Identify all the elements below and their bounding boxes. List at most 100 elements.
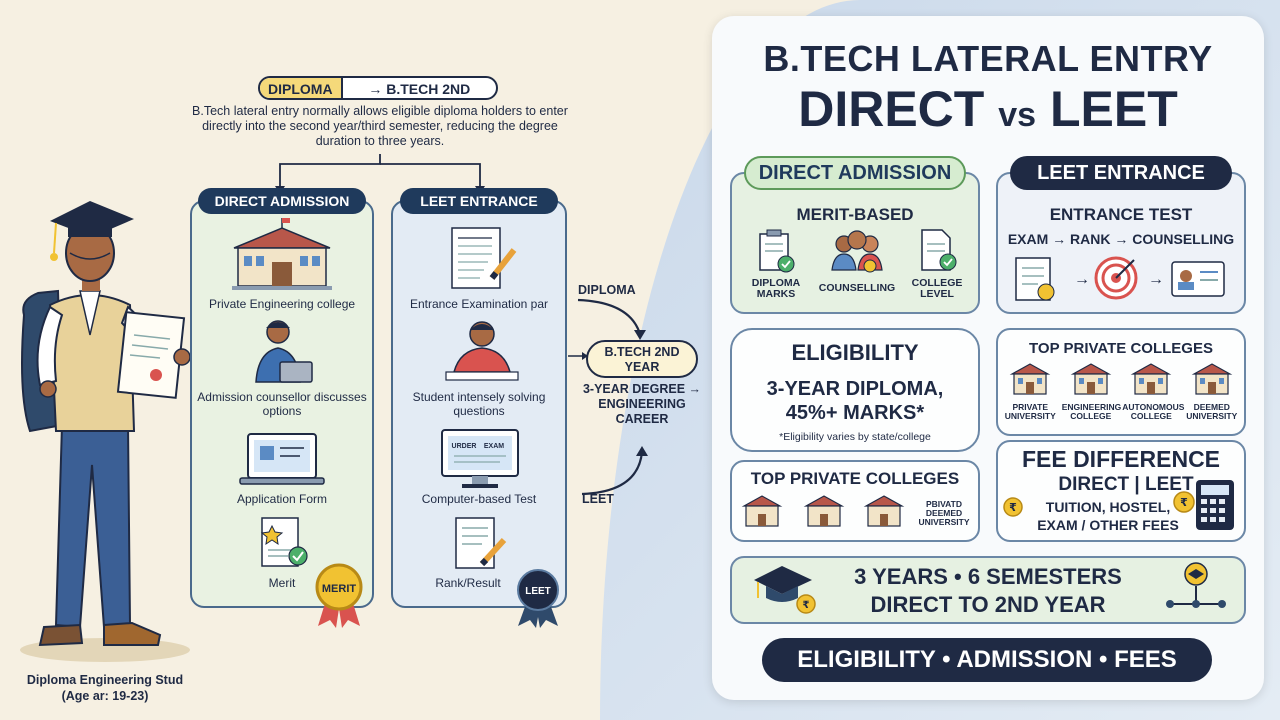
merit-document-icon [260,517,308,567]
college-label-private-1: PRIVATE [1012,402,1049,412]
college-icons-row [1000,362,1242,398]
calculator-icon: ₹ [1173,480,1234,530]
college-icons-row-2 [741,495,905,527]
svg-text:₹: ₹ [803,600,810,611]
eligibility-line-2: 45%+ MARKS* [785,402,925,424]
diploma-marks-icon [759,229,795,273]
footer-pill: ELIGIBILITY • ADMISSION • FEES [762,638,1212,682]
private-university-icon [1009,363,1051,395]
college-level-label: COLLEGE LEVEL [900,278,974,300]
exam-rank-counselling-flow: EXAM → RANK → COUNSELLING [1007,231,1235,247]
summary-line-2: DIRECT TO 2ND YEAR [870,592,1106,617]
top-private-colleges-title: TOP PRIVATE COLLEGES [1029,340,1213,357]
exam-paper-icon [451,227,517,289]
duration-summary-card [730,556,1246,624]
svg-text:₹: ₹ [1009,501,1017,514]
direct-admission-header: DIRECT ADMISSION [198,188,366,214]
merit-based-heading: MERIT-BASED [796,205,914,224]
student-solving-icon [445,321,519,381]
btech-2nd-year-pill: B.TECH 2ND YEAR [586,340,698,378]
laptop-form-icon [239,433,325,485]
screen-tab-1: URDER [452,443,477,450]
counsellor-icon [255,320,313,383]
diploma-marks-label-1: DIPLOMA [751,277,801,289]
eligibility-line-1: 3-YEAR DIPLOMA, [766,378,944,400]
student-caption-line-1: Diploma Engineering Stud [26,673,184,687]
leet-entrance-header: LEET ENTRANCE [400,188,558,214]
counselling-label: COUNSELLING [818,282,896,294]
rupee-coin-icon: ₹ [1003,497,1023,517]
top-pill-from: DIPLOMA [260,78,343,98]
title-leet: LEET [1049,81,1178,137]
leet-entrance-pill: LEET ENTRANCE [1010,156,1232,190]
college-label-deemed-1: DEEMED [1193,402,1230,412]
top-pill-to: → B.TECH 2ND YEAR [368,81,471,98]
direct-item-college: Private Engineering college [208,297,356,311]
direct-leet-compare: DIRECT | LEET [1058,474,1194,495]
deemed-university-icon [1191,363,1233,395]
entrance-flow-icons: → → [1015,256,1225,301]
diploma-marks-label: DIPLOMA MARKS [740,278,812,300]
computer-test-icon: URDER EXAM [441,429,519,488]
direct-admission-pill: DIRECT ADMISSION [744,156,966,190]
student-illustration [20,201,191,662]
diploma-marks-label-2: MARKS [756,288,796,300]
merit-badge-icon: MERIT [315,563,363,628]
intro-text: B.Tech lateral entry normally allows eli… [192,104,568,148]
leet-item-exam-paper: Entrance Examination par [409,297,549,311]
college-level-label-2: LEVEL [920,288,954,300]
flow-diploma-label: DIPLOMA [578,283,636,297]
deemed-university-label-2: PBIVATD DEEMED UNIVERSITY [912,500,976,527]
leet-item-rank: Rank/Result [435,576,501,590]
top-private-colleges-title-2: TOP PRIVATE COLLEGES [750,469,960,488]
college-label-engineering-1: ENGINEERING [1061,402,1122,412]
title-direct: DIRECT [798,81,985,137]
college-label-autonomous-1: AUTONOMOUS [1122,402,1185,412]
college-label-private-2: UNIVERSITY [1004,411,1056,421]
panel-title-line-2: DIRECT vs LEET [712,80,1264,138]
title-vs: vs [998,96,1037,134]
career-path-icon [1166,562,1226,608]
eligibility-card [730,328,980,452]
direct-item-application: Application Form [236,492,328,506]
college-label-deemed-2: UNIVERSITY [1186,411,1238,421]
leet-item-student-text: Student intensely solving questions [412,390,546,418]
leet-badge-icon: LEET [517,569,559,628]
career-result-text: 3-YEAR DEGREE → ENGINEERING CAREER [582,382,702,426]
direct-item-counsellor: Admission counsellor discusses options [192,390,372,418]
direct-item-merit: Merit [268,576,296,590]
college-label-engineering-2: COLLEGE [1070,411,1112,421]
leet-badge-text: LEET [525,586,551,597]
deemed-label-2-line-3: UNIVERSITY [918,517,970,527]
flow-arrows [568,298,648,496]
rank-result-icon [455,517,507,569]
diploma-to-btech-pill: DIPLOMA → B.TECH 2ND YEAR [258,76,498,100]
student-caption: Diploma Engineering Stud (Age ar: 19-23) [0,672,210,704]
leet-item-student: Student intensely solving questions [393,390,565,418]
fee-difference-title: FEE DIFFERENCE [1021,446,1221,472]
college-building-icon [232,218,332,290]
graduation-cap-icon: ₹ [754,566,816,614]
svg-text:→: → [1148,271,1164,288]
summary-line-1: 3 YEARS • 6 SEMESTERS [854,564,1122,589]
deemed-label-2-line-2: DEEMED [925,508,963,518]
entrance-test-heading: ENTRANCE TEST [1049,205,1193,224]
college-level-icon [921,229,957,271]
direct-item-counsellor-text: Admission counsellor discusses options [197,390,367,418]
merit-badge-text: MERIT [322,583,357,595]
eligibility-note: *Eligibility varies by state/college [779,431,931,443]
panel-title-line-1: B.TECH LATERAL ENTRY [763,38,1213,79]
eligibility-title: ELIGIBILITY [791,340,919,365]
svg-text:₹: ₹ [1180,496,1188,509]
autonomous-college-icon [1130,363,1172,395]
svg-text:→: → [1074,271,1090,288]
student-caption-line-2: (Age ar: 19-23) [61,689,149,703]
deemed-label-2-line-1: PBIVATD [925,499,963,509]
fee-line-1: TUITION, HOSTEL, [1045,499,1171,515]
leet-item-cbt: Computer-based Test [421,492,537,506]
